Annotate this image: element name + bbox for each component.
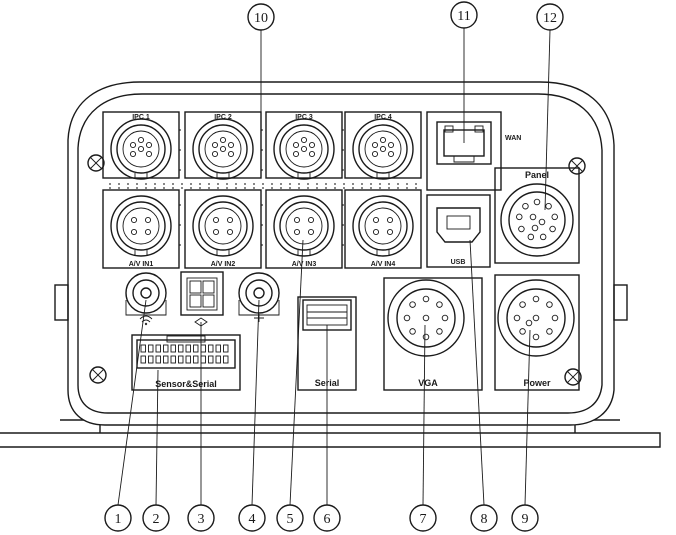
- svg-text:12: 12: [543, 11, 557, 26]
- svg-text:2: 2: [153, 512, 160, 527]
- callout-12: 12: [536, 3, 564, 31]
- callout-4: 4: [238, 504, 266, 532]
- av1-label: A/V IN1: [129, 261, 154, 268]
- ipc-connectors: IPC 1 IPC 2 IPC 3 IPC 4: [102, 111, 422, 180]
- svg-text:11: 11: [457, 9, 470, 24]
- ipc2-label: IPC 2: [214, 114, 232, 121]
- ipc-connector-4: [352, 118, 414, 180]
- sensor-serial-label: Sensor&Serial: [155, 379, 217, 389]
- power-connector: Power: [494, 274, 580, 391]
- power-label: Power: [523, 378, 551, 388]
- corner-screws: [87, 154, 586, 386]
- svg-text:8: 8: [481, 512, 488, 527]
- svg-text:1: 1: [115, 512, 122, 527]
- callout-6: 6: [313, 504, 341, 532]
- callout-3: 3: [187, 504, 215, 532]
- av-connector-3: [273, 195, 335, 257]
- vent-dots: [109, 129, 417, 246]
- av-connector-4: [352, 195, 414, 257]
- vga-connector: VGA: [383, 277, 483, 391]
- sensor-serial-connector: Sensor&Serial: [131, 334, 241, 391]
- ipc-connector-3: [273, 118, 335, 180]
- housing-outline: [54, 81, 628, 426]
- callout-8: 8: [470, 504, 498, 532]
- svg-text:3: 3: [198, 512, 205, 527]
- power-input-connector: [180, 271, 224, 327]
- screw-top-right: [568, 157, 586, 175]
- panel-label: Panel: [525, 170, 549, 180]
- av-in-connectors: A/V IN1 A/V IN2 A/V IN3 A/V IN4: [102, 189, 422, 269]
- ipc3-label: IPC 3: [295, 114, 313, 121]
- screw-bottom-right: [564, 368, 582, 386]
- svg-text:6: 6: [324, 512, 331, 527]
- svg-text:4: 4: [249, 512, 256, 527]
- ipc-connector-1: [110, 118, 172, 180]
- av-connector-2: [192, 195, 254, 257]
- callout-10: 10: [247, 3, 275, 31]
- screw-bottom-left: [89, 366, 107, 384]
- usb-label: USB: [451, 259, 466, 266]
- svg-text:5: 5: [287, 512, 294, 527]
- antenna-connector-left: [125, 272, 167, 326]
- av4-label: A/V IN4: [371, 261, 396, 268]
- callout-5: 5: [276, 504, 304, 532]
- av2-label: A/V IN2: [211, 261, 236, 268]
- av-connector-1: [110, 195, 172, 257]
- svg-text:7: 7: [420, 512, 427, 527]
- vga-label: VGA: [418, 378, 438, 388]
- ipc1-label: IPC 1: [132, 114, 150, 121]
- callout-1: 1: [104, 504, 132, 532]
- callout-2: 2: [142, 504, 170, 532]
- av3-label: A/V IN3: [292, 261, 317, 268]
- usb-port: USB: [426, 194, 491, 268]
- panel-connector: Panel: [494, 167, 580, 264]
- ipc-connector-2: [192, 118, 254, 180]
- callout-7: 7: [409, 504, 437, 532]
- svg-text:10: 10: [254, 11, 268, 26]
- callout-leaders: [117, 28, 551, 506]
- callout-9: 9: [511, 504, 539, 532]
- screw-top-left: [87, 154, 105, 172]
- callout-11: 11: [450, 1, 478, 29]
- svg-text:9: 9: [522, 512, 529, 527]
- ipc4-label: IPC 4: [374, 114, 392, 121]
- wan-label: WAN: [505, 135, 521, 142]
